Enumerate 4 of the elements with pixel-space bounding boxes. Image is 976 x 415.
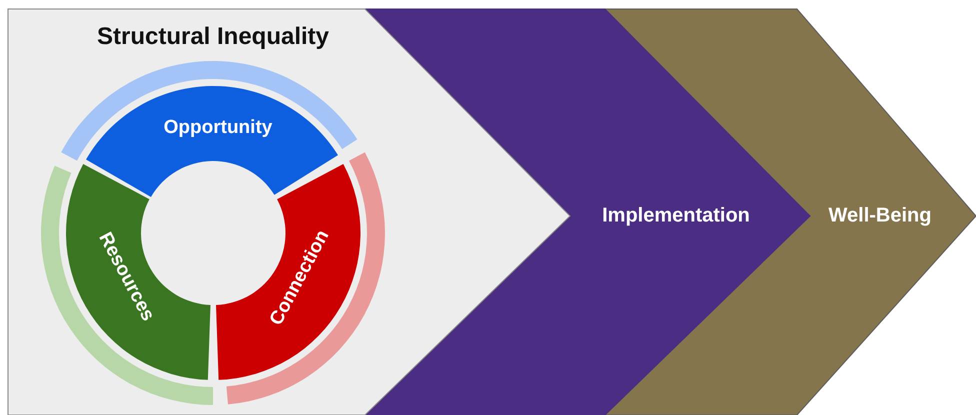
segment-label: Implementation	[602, 204, 750, 228]
segment-label: Opportunity	[164, 116, 272, 139]
panel-heading: Structural Inequality	[96, 23, 330, 51]
segment-label: Well-Being	[828, 204, 932, 228]
